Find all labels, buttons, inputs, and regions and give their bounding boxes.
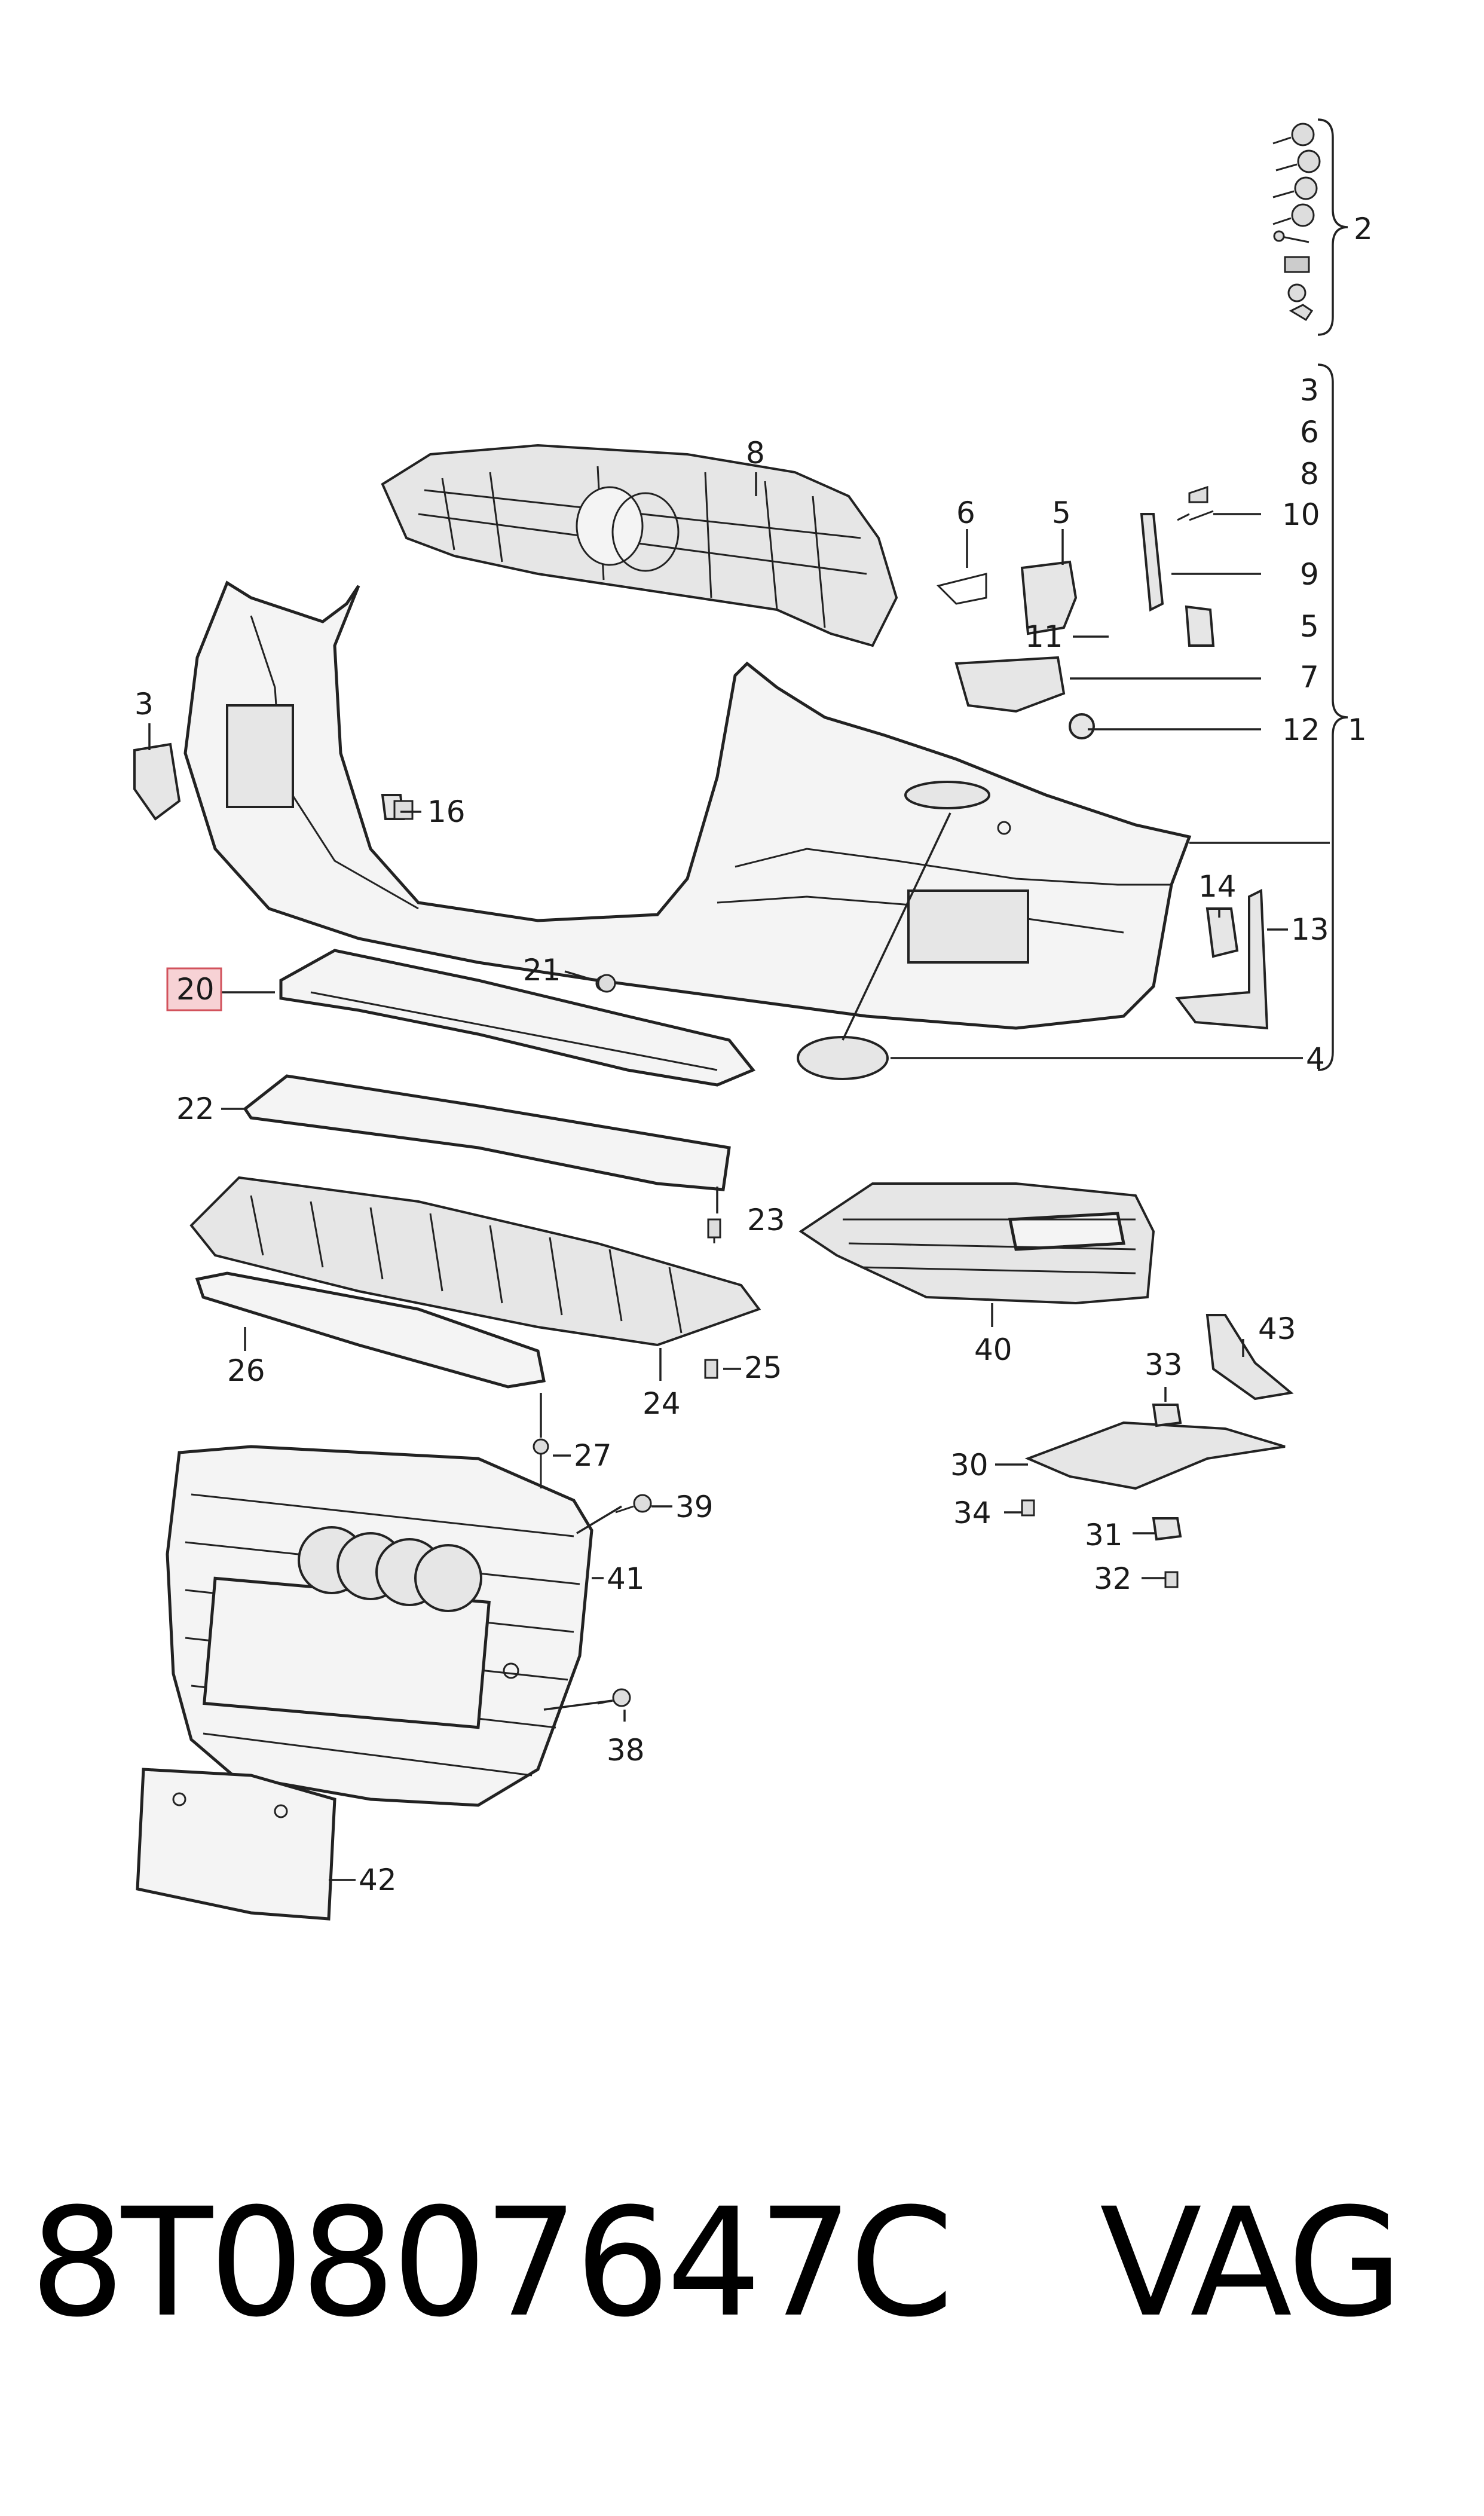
callout-1: 1 [1348, 713, 1367, 747]
callout-22: 22 [176, 1092, 215, 1126]
callout-13: 13 [1291, 912, 1329, 947]
callout-7: 7 [1300, 660, 1319, 695]
callout-3: 3 [134, 687, 154, 722]
highlight-box-20 [166, 967, 222, 1011]
callout-31: 31 [1085, 1518, 1123, 1552]
callout-32: 32 [1094, 1561, 1132, 1596]
callout-27: 27 [574, 1438, 612, 1473]
callout-34: 34 [953, 1496, 992, 1530]
callout-41: 41 [607, 1561, 645, 1596]
leader-lines [148, 472, 1330, 1881]
callout-42: 42 [359, 1863, 397, 1897]
callout-11: 11 [1025, 619, 1063, 654]
callout-33: 33 [1145, 1347, 1183, 1382]
callout-5-right: 5 [1300, 609, 1319, 644]
callout-12: 12 [1282, 713, 1320, 747]
callout-9: 9 [1300, 557, 1319, 592]
callout-26: 26 [227, 1353, 265, 1388]
screw-set-2 [1272, 118, 1348, 336]
callout-40: 40 [974, 1332, 1012, 1367]
license-plate-bracket-42 [136, 1768, 336, 1921]
bracket-30-43 [1024, 1314, 1294, 1541]
callout-3-right: 3 [1300, 373, 1319, 408]
trim-strip-22 [243, 1074, 731, 1191]
group-bracket-1 [1317, 363, 1348, 1071]
callout-5: 5 [1052, 496, 1071, 530]
callout-24: 24 [642, 1386, 681, 1421]
callout-6-right: 6 [1300, 415, 1319, 450]
callout-4: 4 [1306, 1041, 1325, 1076]
callout-39: 39 [675, 1490, 714, 1524]
fasteners [393, 485, 1208, 1707]
callout-10: 10 [1282, 497, 1320, 532]
bumper-carrier-8 [381, 444, 898, 647]
callout-16: 16 [427, 794, 466, 829]
callout-14: 14 [1198, 869, 1237, 904]
callout-8-right: 8 [1300, 457, 1319, 491]
callout-23: 23 [747, 1203, 785, 1237]
callout-2: 2 [1354, 212, 1373, 246]
callout-30: 30 [950, 1448, 989, 1482]
grille-insert-24 [189, 1176, 761, 1347]
part-number: 8T0807647C [30, 2176, 954, 2350]
fog-grille-40 [798, 1182, 1155, 1305]
brand-name: VAG [1100, 2176, 1403, 2350]
bracket-strip-26 [195, 1271, 546, 1389]
callout-21: 21 [523, 953, 561, 988]
callout-labels: 2 3 6 8 10 9 5 11 7 12 1 8 6 5 3 16 14 1… [134, 212, 1373, 1897]
callout-38: 38 [607, 1733, 645, 1768]
radiator-grille-41 [166, 1445, 593, 1807]
callout-20: 20 [176, 972, 215, 1007]
callout-8: 8 [746, 436, 765, 470]
callout-43: 43 [1258, 1312, 1296, 1346]
callout-6: 6 [956, 496, 975, 530]
footer: 8T0807647C VAG [0, 2176, 1484, 2350]
bumper-cover [133, 580, 1192, 1030]
callout-25: 25 [744, 1350, 782, 1385]
small-parts-right [381, 510, 1269, 1080]
